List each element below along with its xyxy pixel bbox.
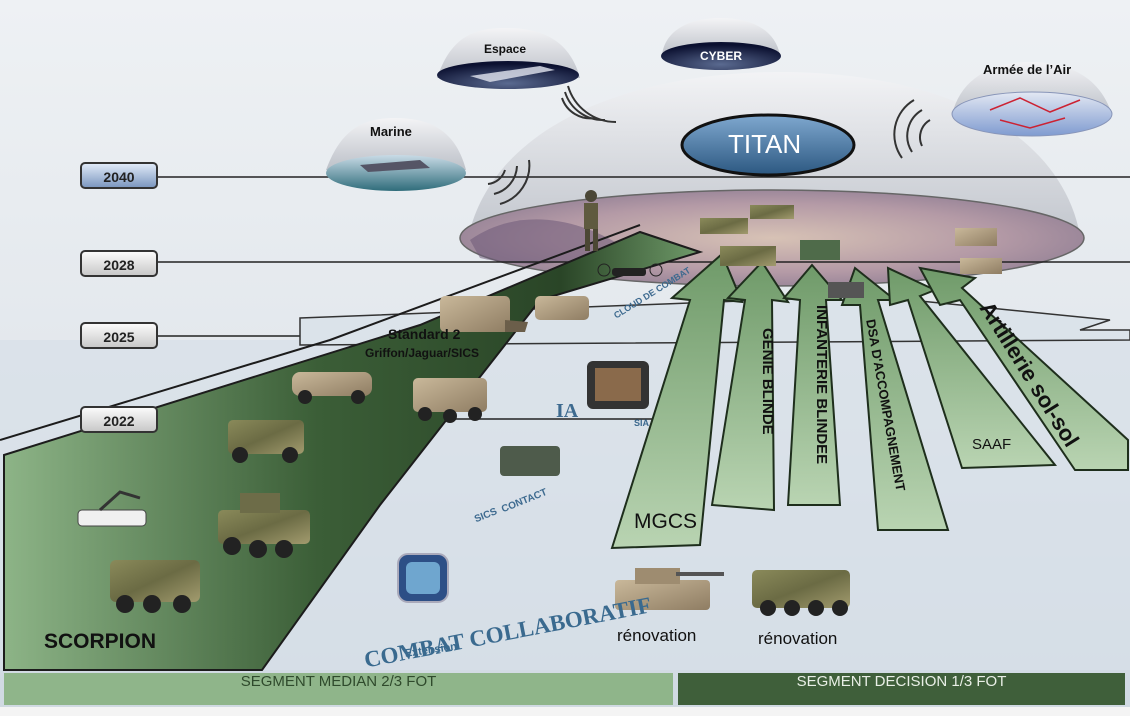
year-2025: 2025 [80, 322, 158, 349]
vehicle-jaguar [218, 493, 310, 558]
dome-cyber [661, 18, 781, 70]
ia-screen [587, 361, 649, 409]
label-scorpion: SCORPION [44, 630, 157, 653]
label-renovation-tank: rénovation [617, 626, 697, 645]
sics-terminal [500, 446, 560, 476]
label-saaf: SAAF [972, 436, 1012, 453]
label-titan: TITAN [728, 129, 802, 159]
label-standard2: Standard 2 [388, 326, 461, 342]
bottom-strip [0, 707, 1130, 716]
arrow-dsa [840, 266, 950, 531]
segment-decision-bar [678, 673, 1125, 705]
battlefield-water [470, 219, 620, 264]
year-2028: 2028 [80, 250, 158, 277]
segment-median: SEGMENT MEDIAN 2/3 FOT [240, 673, 437, 690]
segment-decision: SEGMENT DECISION 1/3 FOT [796, 673, 1007, 690]
dome-armee-air [951, 62, 1113, 137]
tank-leclerc [615, 568, 724, 610]
arrow-artillerie [918, 266, 1129, 471]
label-renovation-vbci: rénovation [758, 629, 838, 648]
vehicles-future [700, 205, 1002, 298]
segment-median-bar [4, 673, 673, 705]
vehicle-ugv [77, 490, 147, 527]
label-armee-air: Armée de l’Air [983, 62, 1072, 77]
vehicle-engineering [440, 296, 528, 332]
label-ia: IA [556, 400, 579, 422]
signal-waves-espace [561, 85, 617, 123]
year-2022: 2022 [80, 406, 158, 433]
arrow-saaf [886, 266, 1058, 470]
label-mgcs: MGCS [634, 510, 697, 533]
label-espace: Espace [484, 42, 527, 56]
signal-waves-air [893, 99, 931, 159]
signal-waves-marine [487, 159, 531, 205]
label-standard2-list: Griffon/Jaguar/SICS [365, 346, 480, 360]
vehicle-vbci [752, 570, 850, 616]
arrow-infanterie-blindee [782, 263, 845, 506]
drone [597, 263, 663, 277]
soldier-figure [584, 190, 598, 251]
label-cyber: CYBER [700, 49, 743, 63]
label-sia: SIA [634, 418, 650, 428]
label-marine: Marine [370, 124, 412, 139]
combat-collaboratif-icon [397, 553, 449, 603]
label-genie-blinde: GENIE BLINDE [759, 328, 776, 435]
vehicle-vbmr-light [292, 372, 372, 404]
vehicle-griffon-sand [413, 378, 487, 423]
dome-espace [437, 28, 580, 89]
dome-marine [326, 118, 466, 191]
arrow-mgcs [610, 252, 744, 550]
vehicle-griffon [110, 560, 200, 613]
titan-capsule [680, 113, 856, 177]
year-2040: 2040 [80, 162, 158, 189]
vehicle-serval [228, 420, 304, 463]
label-infanterie-blindee: INFANTERIE BLINDEE [813, 305, 830, 465]
arrow-genie-blinde [710, 260, 791, 512]
vehicle-vbl [535, 296, 589, 320]
